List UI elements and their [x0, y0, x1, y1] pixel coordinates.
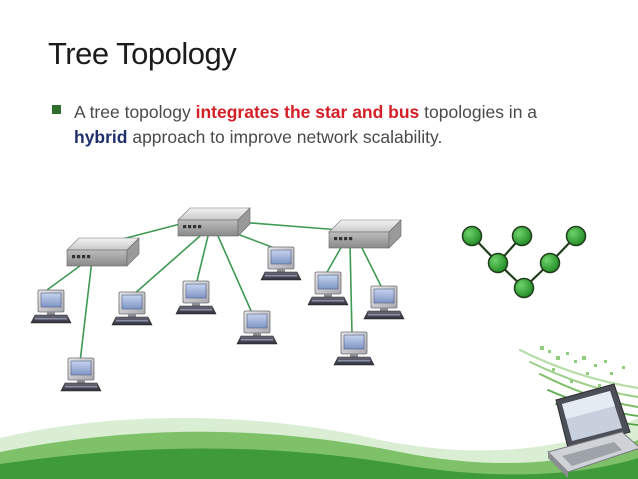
- bullet-text-part: A tree topology: [74, 102, 196, 122]
- highlight-star-bus: integrates the star and bus: [195, 102, 420, 122]
- tree-node: [513, 277, 535, 299]
- bullet-text: A tree topology integrates the star and …: [74, 100, 592, 150]
- desktop-computer-icon: [260, 246, 302, 281]
- desktop-computer-icon: [307, 271, 349, 306]
- desktop-computer-icon: [60, 357, 102, 392]
- desktop-computer-icon: [236, 310, 278, 345]
- network-hub-icon: [328, 219, 402, 249]
- tree-graph: [461, 225, 587, 299]
- slide-title: Tree Topology: [48, 36, 237, 71]
- desktop-computer-icon: [333, 331, 375, 366]
- desktop-computer-icon: [175, 280, 217, 315]
- desktop-computer-icon: [30, 289, 72, 324]
- tree-node: [461, 225, 483, 247]
- bullet-point: A tree topology integrates the star and …: [52, 100, 592, 150]
- network-hub-icon: [177, 207, 251, 237]
- bullet-text-part: approach to improve network scalability.: [127, 127, 443, 147]
- laptop-icon: [547, 383, 638, 478]
- tree-node: [565, 225, 587, 247]
- bottom-wave: [0, 417, 638, 479]
- network-hub-icon: [66, 237, 140, 267]
- desktop-computer-icon: [363, 285, 405, 320]
- highlight-hybrid: hybrid: [74, 127, 128, 147]
- bullet-square-icon: [52, 105, 61, 114]
- tree-node: [511, 225, 533, 247]
- bullet-text-part: topologies in a: [419, 102, 538, 122]
- tree-node: [539, 252, 561, 274]
- desktop-computer-icon: [111, 291, 153, 326]
- tree-node: [487, 252, 509, 274]
